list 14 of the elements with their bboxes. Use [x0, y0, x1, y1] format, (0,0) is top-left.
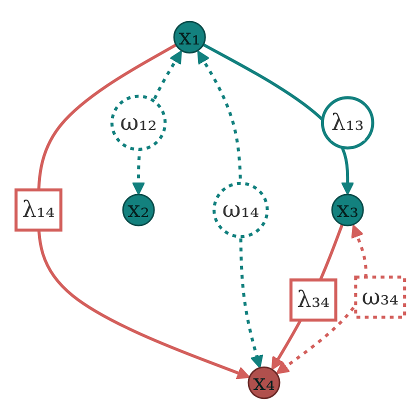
edge-label: ω₃₄: [361, 283, 398, 310]
arrow: [196, 50, 263, 368]
arrow: [276, 224, 368, 374]
edge-label: λ₃₄: [296, 286, 330, 314]
node-circle: x₄: [247, 366, 280, 400]
node-circle: x₂: [122, 194, 154, 226]
node-circle: x₁: [173, 20, 206, 54]
edge-label: ω₁₂: [120, 108, 157, 136]
arrow: [271, 224, 344, 370]
arrow: [36, 44, 250, 380]
edge-label: ω₁₄: [222, 196, 259, 224]
node-circle: x₃: [330, 194, 364, 226]
edge-label: λ₁₄: [22, 196, 54, 224]
edge-label: λ₁₃: [330, 108, 364, 136]
